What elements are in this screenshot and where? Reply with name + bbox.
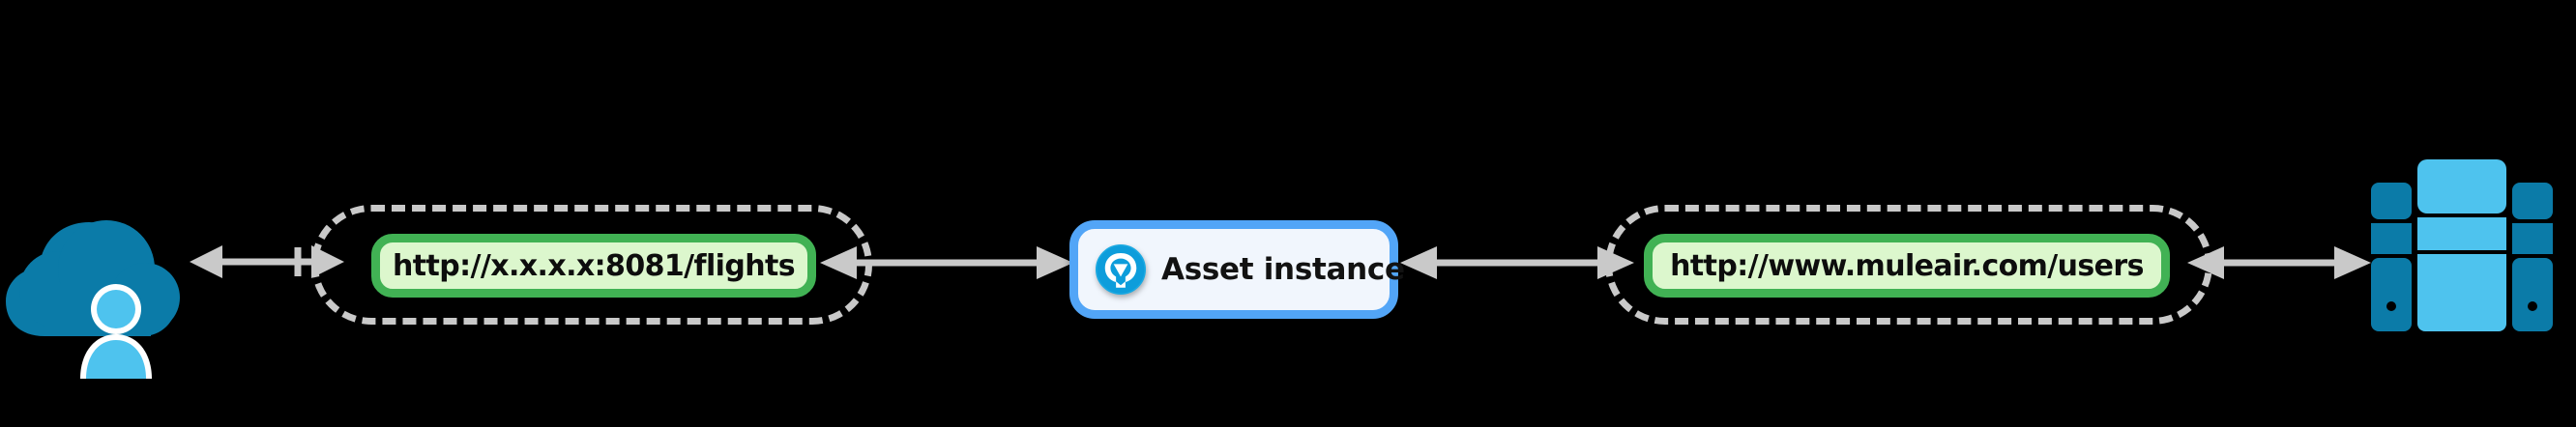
outbound-endpoint-label: http://www.muleair.com/users	[1670, 248, 2144, 283]
cloud-user-icon	[6, 220, 180, 379]
server-right-column	[2512, 183, 2553, 331]
connector-inbound-to-asset	[820, 246, 1073, 279]
mulesoft-logo-icon	[1096, 244, 1146, 295]
outbound-endpoint-pill[interactable]: http://www.muleair.com/users	[1644, 234, 2170, 298]
server-left-column	[2371, 183, 2412, 331]
inbound-endpoint-label: http://x.x.x.x:8081/flights	[393, 248, 796, 283]
inbound-endpoint-pill[interactable]: http://x.x.x.x:8081/flights	[371, 234, 816, 298]
connector-asset-to-outbound	[1400, 246, 1634, 279]
asset-instance-label: Asset instance	[1161, 252, 1405, 287]
server-rack-icon	[2371, 159, 2553, 331]
cloud-shape	[6, 220, 180, 336]
user-avatar-shape	[80, 284, 152, 379]
connector-outbound-to-backend	[2187, 246, 2371, 279]
server-center-column	[2417, 159, 2506, 331]
asset-instance-node[interactable]: Asset instance	[1069, 220, 1405, 319]
